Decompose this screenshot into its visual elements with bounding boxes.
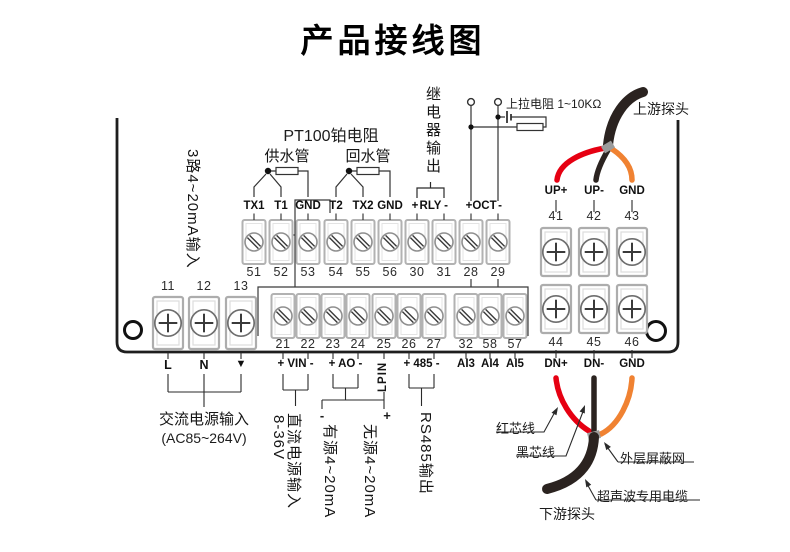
upstream-black-wire — [593, 147, 611, 183]
screw-slotted-icon — [399, 306, 419, 326]
screw-slotted-icon — [273, 306, 293, 326]
downstream-cable — [542, 432, 599, 494]
relay-bracket — [416, 182, 445, 198]
screw-slotted-icon — [461, 232, 481, 252]
pullup-resistor-symbol — [516, 122, 544, 132]
enclosure-outline — [115, 118, 680, 354]
screw-slotted-icon — [488, 232, 508, 252]
screw-slotted-icon — [424, 306, 444, 326]
terminal-strip-outline — [257, 286, 529, 336]
screw-slotted-icon — [480, 306, 500, 326]
arrowhead — [579, 405, 585, 414]
screw-slotted-icon — [323, 306, 343, 326]
screw-slotted-icon — [244, 232, 264, 252]
upstream-red-wire — [554, 145, 608, 183]
arrowhead — [604, 442, 611, 451]
supply-pipe-sensor — [253, 166, 309, 197]
label-leaders — [496, 408, 700, 501]
screw-slotted-icon — [505, 306, 525, 326]
screw-slotted-icon — [407, 232, 427, 252]
screw-slotted-icon — [298, 306, 318, 326]
screw-slotted-icon — [348, 306, 368, 326]
mounting-hole-right — [645, 320, 667, 342]
return-pipe-sensor — [335, 166, 391, 197]
upstream-orange-wire — [609, 146, 635, 183]
sensor-dot — [264, 167, 272, 175]
downstream-red-wire — [553, 375, 592, 434]
bottom-brackets — [167, 374, 435, 409]
sensor-dot — [345, 167, 353, 175]
screw-slotted-icon — [374, 306, 394, 326]
mounting-hole-left — [123, 320, 143, 340]
screw-slotted-icon — [326, 232, 346, 252]
oct-circuit — [466, 97, 547, 201]
upstream-shield-band — [600, 140, 616, 154]
arrowhead — [551, 407, 558, 416]
screw-slotted-icon — [434, 232, 454, 252]
upstream-cable — [603, 87, 648, 150]
screw-slotted-icon — [298, 232, 318, 252]
screw-slotted-icon — [353, 232, 373, 252]
downstream-orange-wire — [598, 375, 635, 437]
screw-slotted-icon — [456, 306, 476, 326]
screw-slotted-icon — [271, 232, 291, 252]
arrowhead — [585, 479, 592, 488]
screw-slotted-icon — [380, 232, 400, 252]
